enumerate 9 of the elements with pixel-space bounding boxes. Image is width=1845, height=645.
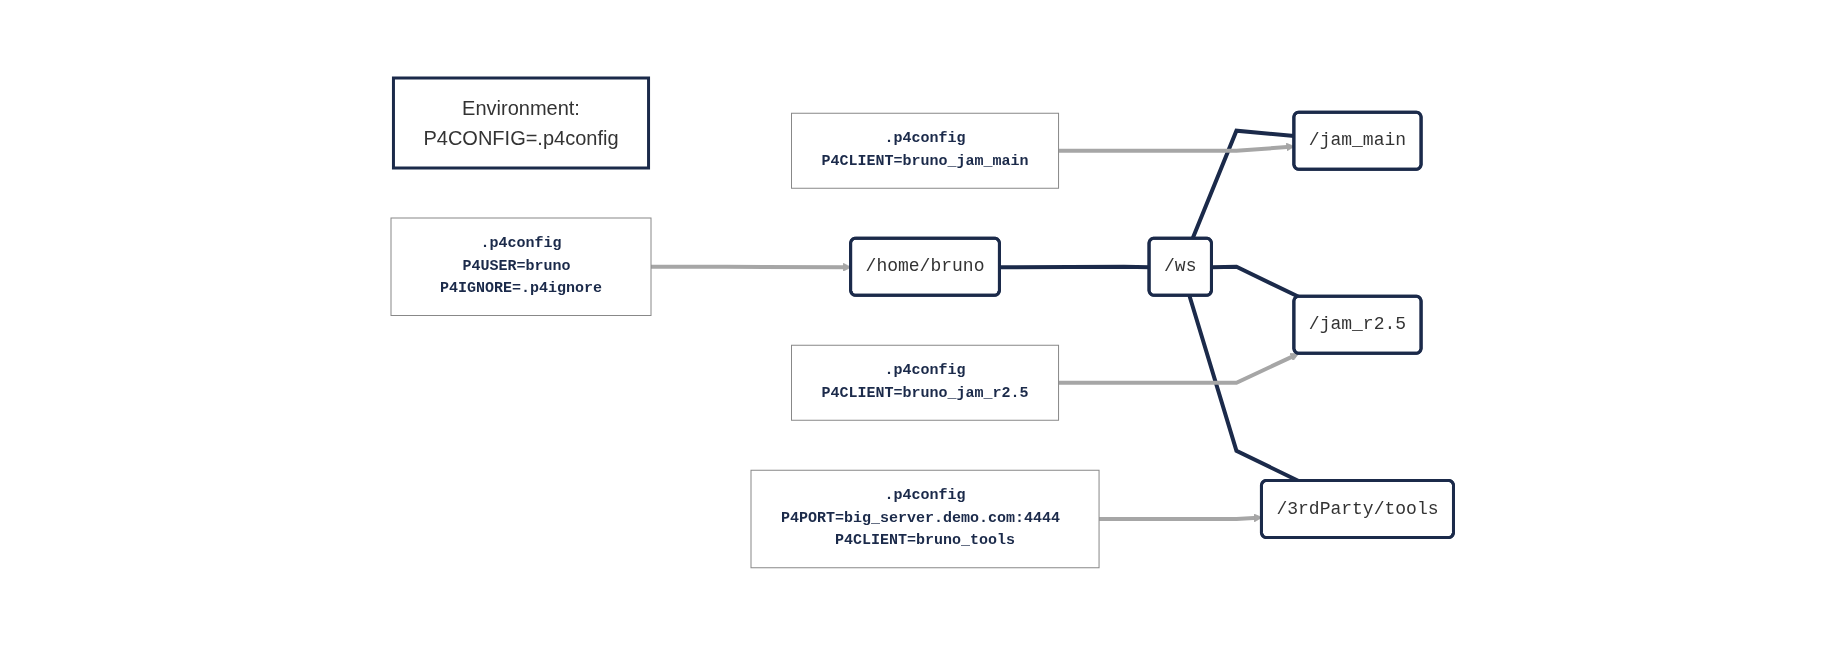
node-box: .p4config P4CLIENT=bruno_jam_r2.5 [791, 344, 1060, 421]
connector [1212, 264, 1300, 299]
node-box: .p4config P4CLIENT=bruno_jam_main [791, 112, 1060, 189]
node-box: .p4config P4USER=bruno P4IGNORE=.p4ignore [390, 217, 652, 316]
arrow [1058, 352, 1300, 385]
connector [1000, 264, 1150, 269]
node-box: .p4config P4PORT=big_server.demo.com:4444 P4CLIENT=bruno_tools [750, 469, 1100, 568]
node-box: Environment: P4CONFIG=.p4config [392, 76, 651, 170]
arrow [1058, 142, 1295, 153]
